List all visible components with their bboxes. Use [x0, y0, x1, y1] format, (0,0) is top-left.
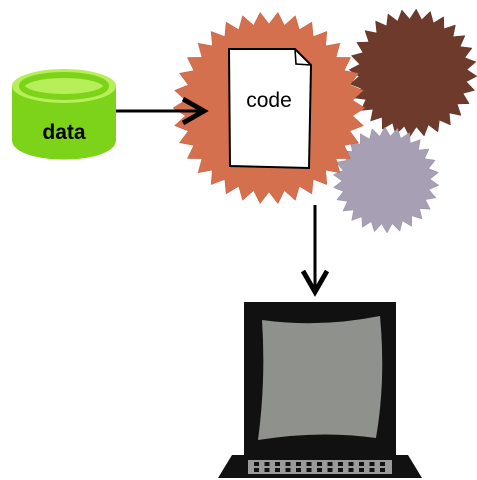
laptop-key: [285, 468, 291, 472]
laptop-key: [306, 462, 312, 466]
laptop-key: [264, 462, 270, 466]
laptop-key: [285, 462, 291, 466]
laptop-key: [369, 462, 375, 466]
laptop-key: [296, 462, 301, 466]
laptop-key: [317, 468, 322, 472]
gear-brown-icon: [348, 8, 477, 138]
laptop-key: [317, 462, 322, 466]
document-fold: [294, 48, 312, 66]
laptop-key: [348, 462, 354, 466]
laptop-key: [254, 462, 259, 466]
laptop-key: [275, 468, 280, 472]
database-rim: [19, 72, 109, 100]
laptop-key: [348, 468, 354, 472]
laptop-key: [359, 468, 364, 472]
document-page: [227, 48, 313, 170]
code-label: code: [246, 89, 292, 112]
database-icon: data: [12, 69, 116, 160]
laptop-key: [327, 468, 333, 472]
laptop-key: [369, 468, 375, 472]
laptop-screen: [258, 316, 383, 440]
database-body: [12, 86, 116, 160]
laptop-key: [359, 462, 364, 466]
laptop-icon: [218, 302, 422, 478]
laptop-key: [380, 468, 385, 472]
document-icon: code: [227, 48, 313, 170]
laptop-keys: [254, 462, 385, 472]
gear-lavender-icon: [332, 126, 440, 234]
gear-lavender-shape: [332, 126, 440, 234]
laptop-key: [338, 468, 343, 472]
gear-brown-shape: [348, 8, 477, 138]
laptop-key: [306, 468, 312, 472]
data-label: data: [42, 121, 86, 144]
laptop-keyboard: [248, 460, 392, 474]
laptop-key: [296, 468, 301, 472]
laptop-key: [275, 462, 280, 466]
laptop-key: [380, 462, 385, 466]
laptop-key: [254, 468, 259, 472]
laptop-key: [327, 462, 333, 466]
laptop-key: [338, 462, 343, 466]
laptop-key: [264, 468, 270, 472]
